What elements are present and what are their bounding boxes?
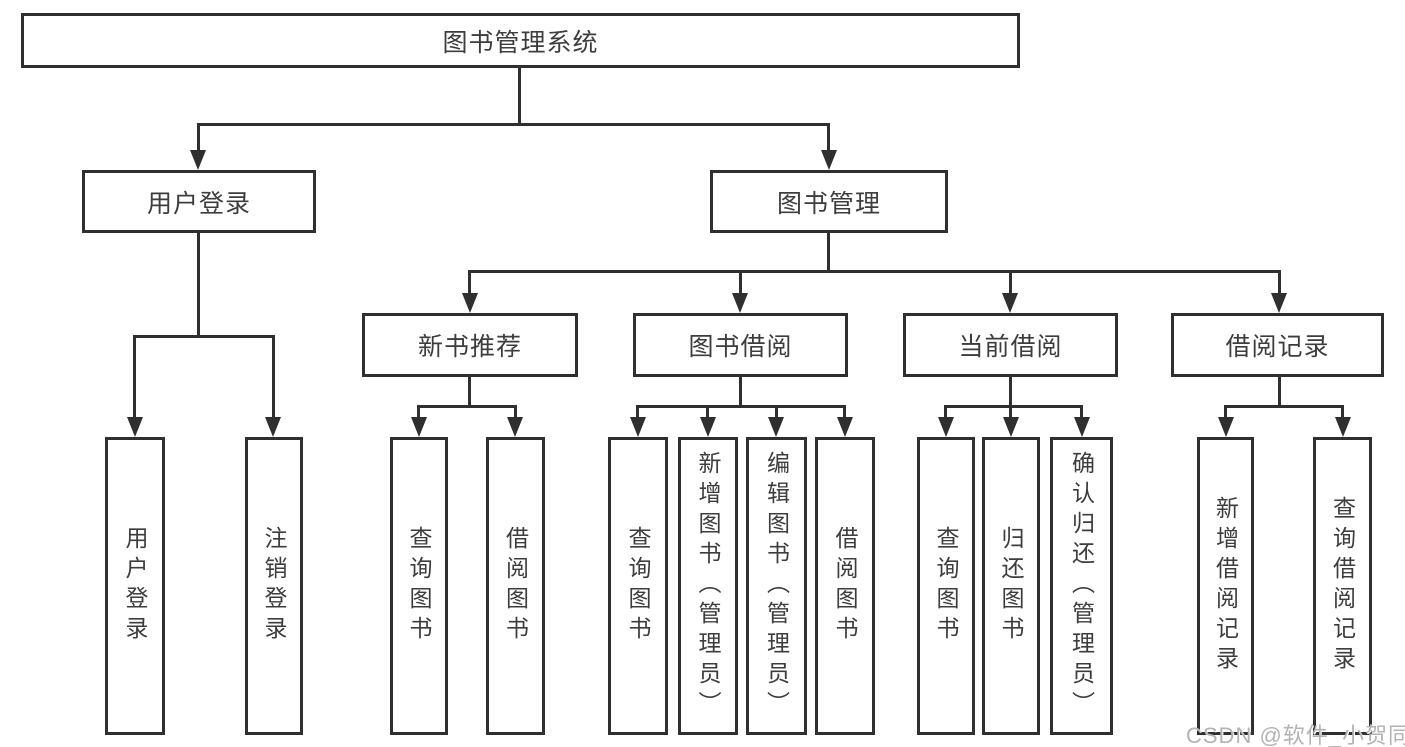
leaf-add-books-admin: 新增图书（管理员） — [678, 437, 738, 735]
connector-line — [1009, 405, 1012, 419]
arrow-down-icon — [1271, 293, 1287, 313]
node-book-management: 图书管理 — [710, 170, 948, 233]
connector-line — [133, 335, 136, 419]
leaf-add-borrow-record: 新增借阅记录 — [1197, 437, 1254, 735]
connector-line — [468, 270, 471, 294]
arrow-down-icon — [507, 417, 523, 437]
connector-line — [468, 270, 1281, 273]
leaf-edit-books-admin: 编辑图书（管理员） — [746, 437, 807, 735]
arrow-down-icon — [1335, 417, 1351, 437]
node-root: 图书管理系统 — [21, 13, 1020, 68]
connector-line — [417, 405, 420, 419]
connector-line — [739, 270, 742, 294]
connector-line — [944, 405, 947, 419]
arrow-down-icon — [837, 417, 853, 437]
node-borrow-records: 借阅记录 — [1171, 313, 1384, 377]
connector-line — [827, 123, 830, 152]
connector-line — [417, 405, 517, 408]
arrow-down-icon — [630, 417, 646, 437]
connector-line — [1009, 377, 1012, 405]
connector-line — [1080, 405, 1083, 419]
arrow-down-icon — [1218, 417, 1234, 437]
arrow-down-icon — [127, 417, 143, 437]
leaf-borrow-books-recommend: 借阅图书 — [486, 437, 545, 735]
node-new-book-recommend: 新书推荐 — [362, 313, 578, 377]
connector-line — [514, 405, 517, 419]
arrow-down-icon — [821, 150, 837, 170]
watermark: CSDN @软件_小贺同学 — [1186, 723, 1405, 747]
node-current-borrow: 当前借阅 — [903, 313, 1118, 377]
leaf-query-books-borrow: 查询图书 — [608, 437, 668, 735]
connector-line — [197, 233, 200, 335]
connector-line — [775, 405, 778, 419]
connector-line — [518, 68, 521, 123]
connector-line — [843, 405, 846, 419]
arrow-down-icon — [732, 293, 748, 313]
arrow-down-icon — [768, 417, 784, 437]
leaf-return-books: 归还图书 — [982, 437, 1040, 735]
connector-line — [1224, 405, 1227, 419]
connector-line — [133, 335, 275, 338]
connector-line — [468, 377, 471, 405]
connector-line — [1278, 377, 1281, 405]
connector-line — [706, 405, 709, 419]
arrow-down-icon — [1002, 293, 1018, 313]
leaf-confirm-return-admin: 确认归还（管理员） — [1050, 437, 1113, 735]
arrow-down-icon — [190, 150, 206, 170]
connector-line — [197, 123, 830, 126]
connector-line — [827, 233, 830, 270]
arrow-down-icon — [938, 417, 954, 437]
node-user-login: 用户登录 — [82, 170, 316, 233]
connector-line — [1224, 405, 1344, 408]
leaf-borrow-books: 借阅图书 — [815, 437, 875, 735]
arrow-down-icon — [1003, 417, 1019, 437]
connector-line — [1341, 405, 1344, 419]
leaf-query-borrow-record: 查询借阅记录 — [1313, 437, 1372, 735]
arrow-down-icon — [265, 417, 281, 437]
arrow-down-icon — [462, 293, 478, 313]
leaf-logout: 注销登录 — [245, 437, 303, 735]
connector-line — [636, 405, 846, 408]
connector-line — [1278, 270, 1281, 294]
arrow-down-icon — [700, 417, 716, 437]
connector-line — [739, 377, 742, 405]
arrow-down-icon — [1074, 417, 1090, 437]
node-book-borrow: 图书借阅 — [633, 313, 848, 377]
connector-line — [1009, 270, 1012, 294]
connector-line — [272, 335, 275, 419]
connector-line — [197, 123, 200, 152]
leaf-user-login: 用户登录 — [105, 437, 165, 735]
arrow-down-icon — [411, 417, 427, 437]
leaf-query-books-current: 查询图书 — [917, 437, 975, 735]
connector-line — [636, 405, 639, 419]
leaf-query-books-recommend: 查询图书 — [390, 437, 448, 735]
connector-line — [944, 405, 1083, 408]
